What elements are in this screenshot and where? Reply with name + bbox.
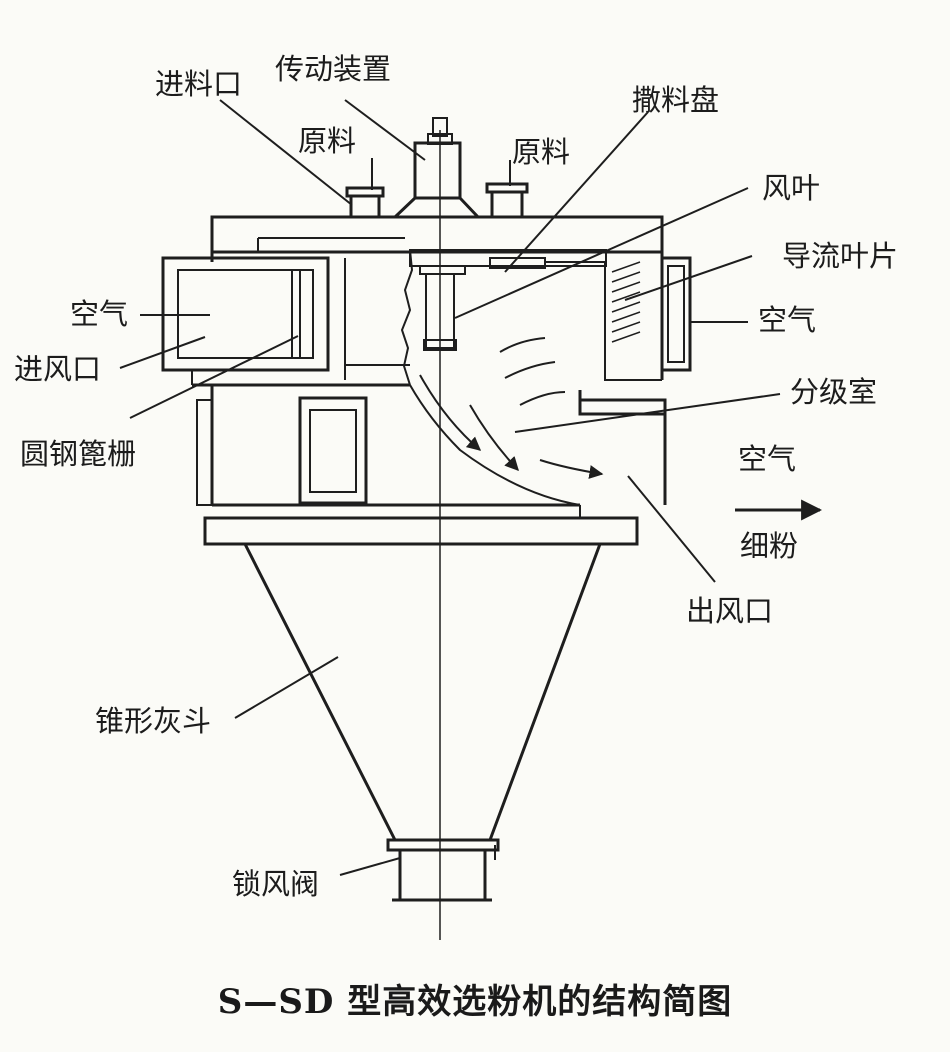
classifying-chamber-outlet [578, 390, 667, 505]
cutaway-edge [400, 249, 414, 386]
feed-pipe-right [485, 182, 529, 219]
label-air-inlet: 进风口 [14, 352, 102, 386]
label-airlock-valve: 锁风阀 [232, 867, 320, 901]
label-air-right: 空气 [758, 303, 817, 337]
main-body [196, 384, 581, 518]
label-fine-powder: 细粉 [740, 529, 799, 563]
label-fan-blade: 风叶 [762, 171, 821, 205]
flow-arrows [419, 374, 604, 479]
label-air-left: 空气 [70, 297, 129, 331]
label-raw-left: 原料 [298, 124, 357, 158]
drive-unit [391, 117, 482, 219]
leader-lines [119, 99, 781, 876]
diagram-caption: S—SD 型高效选粉机的结构简图 [217, 982, 733, 1022]
label-drive-unit: 传动装置 [275, 52, 392, 86]
feed-pipe-left [345, 186, 385, 219]
bottom-flange [203, 516, 639, 546]
label-guide-vanes: 导流叶片 [782, 239, 899, 273]
top-housing [210, 215, 664, 380]
right-air-window [660, 256, 692, 372]
label-round-steel-grate: 圆钢篦栅 [20, 437, 137, 471]
label-raw-right: 原料 [512, 135, 571, 169]
label-spreader-plate: 撒料盘 [632, 83, 720, 117]
guide-vane-chamber [545, 261, 662, 381]
label-air-out: 空气 [738, 442, 797, 476]
cone-hopper-shape [243, 543, 602, 842]
label-feed-inlet: 进料口 [155, 67, 243, 101]
label-cone-hopper: 锥形灰斗 [95, 704, 212, 738]
inner-housing [191, 258, 410, 387]
label-air-outlet: 出风口 [686, 594, 774, 628]
airlock-valve-shape [386, 838, 500, 902]
fan-blades [499, 337, 566, 406]
label-classifying-chamber: 分级室 [790, 375, 878, 409]
